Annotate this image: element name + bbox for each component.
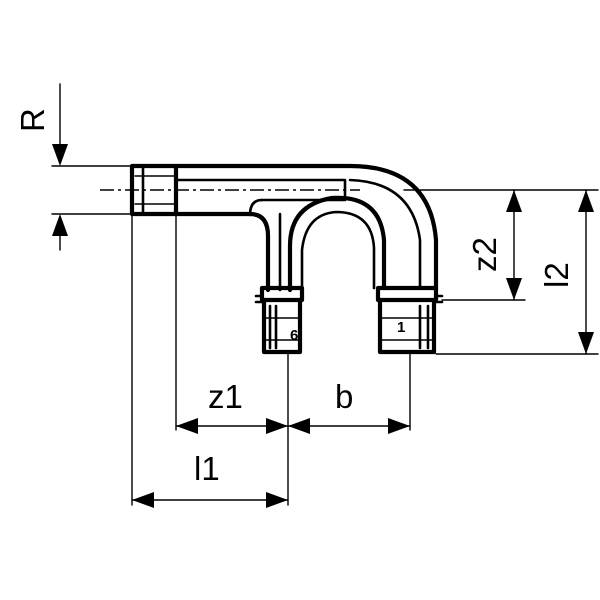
- extension-lines: [51, 165, 599, 506]
- dimension-label-z1: z1: [208, 378, 243, 415]
- dimension-z2: z2: [466, 189, 522, 301]
- dimension-l1: l1: [131, 450, 289, 508]
- dimension-label-R: R: [14, 108, 51, 132]
- dimension-label-z2: z2: [466, 237, 503, 272]
- right-outlet: 1: [375, 285, 444, 355]
- dimension-label-l1: l1: [194, 450, 220, 487]
- main-body: [173, 163, 439, 293]
- right-outlet-mark: 1: [397, 319, 405, 336]
- dimension-label-l2: l2: [538, 262, 575, 288]
- dimension-l2: l2: [538, 189, 594, 355]
- dimension-z1: z1: [175, 378, 289, 434]
- dimension-R: R: [14, 83, 68, 251]
- left-outlet-mark: 6: [290, 327, 298, 344]
- left-outlet: 6: [254, 285, 305, 355]
- fitting-body: 6 1: [129, 163, 444, 355]
- dimension-b: b: [287, 378, 411, 434]
- dimension-label-b: b: [335, 378, 353, 415]
